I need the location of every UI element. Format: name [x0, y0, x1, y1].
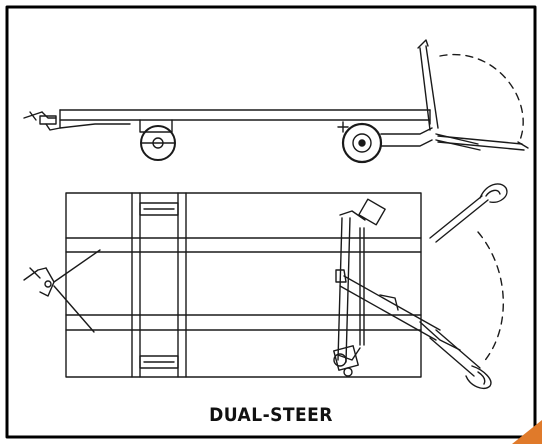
outer-border: [5, 5, 537, 439]
corner-accent: [512, 420, 542, 444]
rear-caster-side: [139, 119, 176, 161]
rear-tow-hitch-top: [23, 249, 101, 333]
steer-handle-alternate-top: [429, 183, 508, 243]
rear-tow-handle-side: [23, 111, 61, 131]
front-steer-linkage-top: [333, 198, 386, 377]
rear-axle-cross-members: [131, 192, 187, 378]
handle-swing-arc-top: [477, 231, 504, 365]
front-steer-caster-side: [337, 121, 433, 164]
steer-bar-top: [339, 275, 492, 390]
steer-handle-raised-side: [417, 39, 481, 151]
top-view: [23, 183, 508, 390]
side-view: [23, 39, 529, 164]
handle-swing-arc-side: [439, 53, 524, 141]
top-deck: [65, 192, 422, 378]
steer-handle-lowered-side: [437, 135, 529, 151]
diagram-caption: DUAL-STEER: [209, 404, 333, 426]
